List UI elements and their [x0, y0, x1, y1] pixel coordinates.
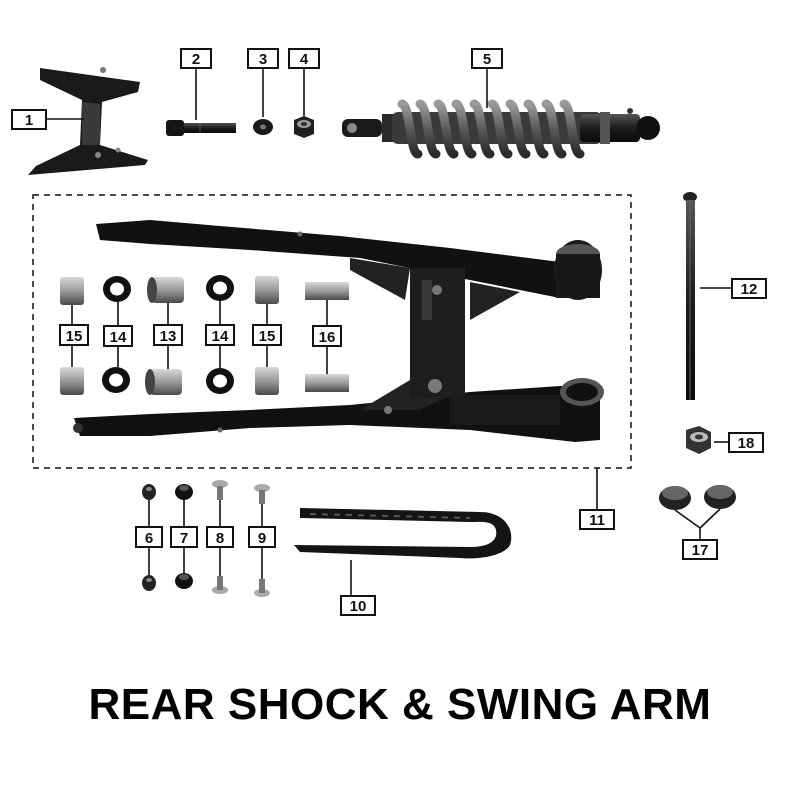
callout-14-right: 14: [205, 324, 235, 346]
svg-text:18: 18: [738, 435, 755, 452]
part-chain-slider: [294, 508, 512, 559]
part-washer: [253, 119, 273, 135]
part-bearings-top-row: [60, 275, 349, 305]
svg-text:2: 2: [192, 51, 200, 68]
callout-15-left: 15: [59, 324, 89, 346]
part-bolt: [166, 120, 236, 136]
svg-text:6: 6: [145, 530, 153, 547]
svg-text:8: 8: [216, 530, 224, 547]
svg-text:15: 15: [66, 328, 83, 345]
callout-13: 13: [153, 324, 183, 346]
svg-text:10: 10: [350, 598, 367, 615]
svg-text:7: 7: [180, 530, 188, 547]
part-end-caps: [659, 485, 736, 510]
svg-text:5: 5: [483, 51, 491, 68]
callout-6: 6: [135, 526, 163, 548]
callout-5: 5: [471, 48, 503, 69]
diagram-title: REAR SHOCK & SWING ARM: [88, 680, 712, 729]
callout-15-right: 15: [252, 324, 282, 346]
svg-text:3: 3: [259, 51, 267, 68]
part-rear-shock: [342, 99, 660, 159]
svg-text:15: 15: [259, 328, 276, 345]
callout-2: 2: [180, 48, 212, 69]
callout-12: 12: [731, 278, 767, 299]
part-pivot-shaft: [683, 192, 697, 400]
part-pivot-nut: [686, 426, 711, 454]
callout-9: 9: [248, 526, 276, 548]
callout-4: 4: [288, 48, 320, 69]
part-bearings-bottom-row: [60, 367, 349, 395]
callout-11: 11: [579, 509, 615, 530]
swing-arm-assembly-boundary: [32, 194, 632, 469]
callout-14-left: 14: [103, 325, 133, 347]
callout-7: 7: [170, 526, 198, 548]
svg-text:4: 4: [300, 51, 309, 68]
svg-text:13: 13: [160, 328, 177, 345]
svg-text:11: 11: [589, 512, 605, 529]
svg-text:14: 14: [212, 328, 229, 345]
callout-3: 3: [247, 48, 279, 69]
part-fasteners: [142, 480, 270, 597]
callout-16: 16: [312, 325, 342, 347]
callout-17: 17: [682, 539, 718, 560]
callout-8: 8: [206, 526, 234, 548]
part-chain-guard-plate: [28, 67, 148, 175]
leader-lines: [46, 68, 732, 596]
svg-text:12: 12: [741, 281, 758, 298]
svg-text:17: 17: [692, 542, 709, 559]
svg-text:14: 14: [110, 329, 127, 346]
callout-18: 18: [728, 432, 764, 453]
part-lock-nut: [294, 116, 314, 138]
callout-1: 1: [11, 109, 47, 130]
svg-text:16: 16: [319, 329, 336, 346]
svg-text:9: 9: [258, 530, 266, 547]
svg-text:1: 1: [25, 112, 33, 129]
callout-10: 10: [340, 595, 376, 616]
part-swing-arm: [73, 220, 604, 442]
